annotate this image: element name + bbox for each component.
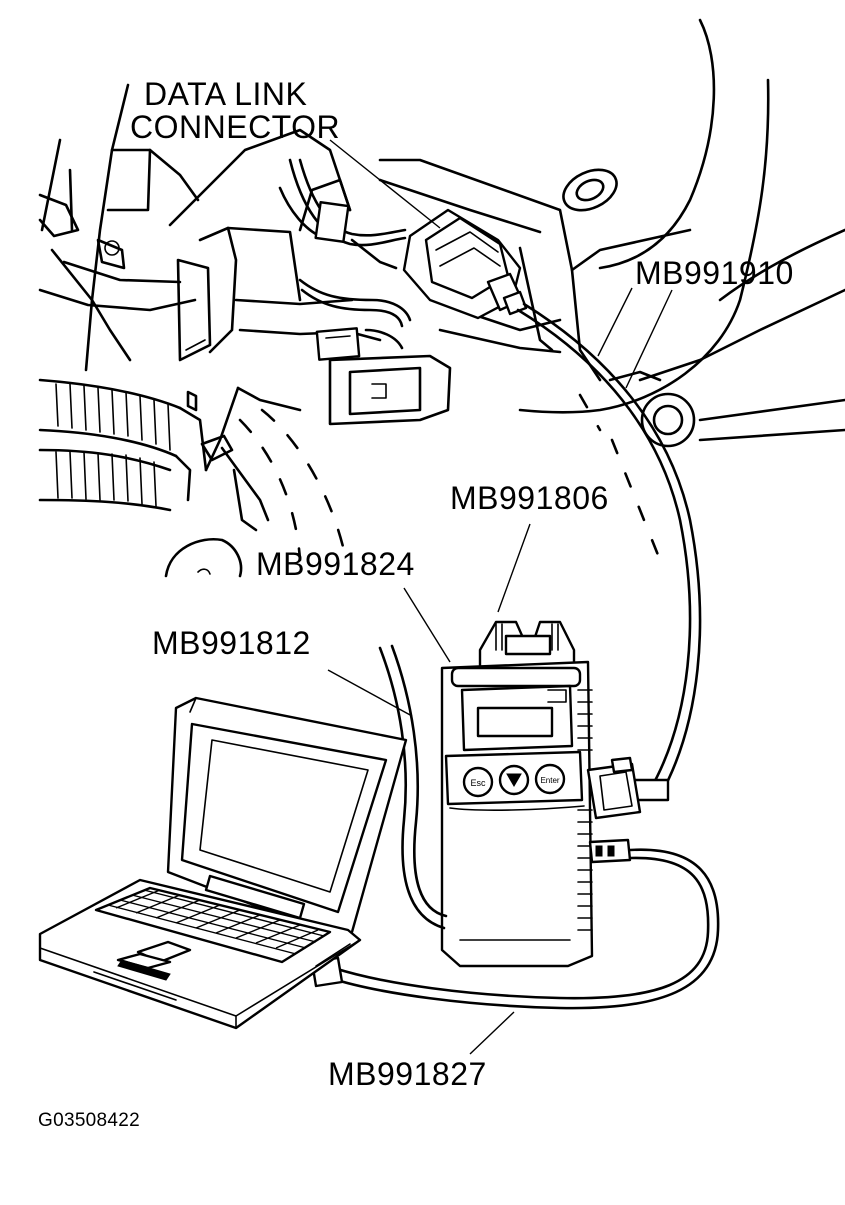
data-link-connector-label-line2: CONNECTOR: [130, 109, 341, 145]
mb991910-label: MB991910: [635, 255, 794, 291]
cable-mb991812: [378, 644, 448, 930]
leader-mb991806: [497, 523, 531, 613]
esc-button-label: Esc: [470, 778, 486, 788]
leader-mb991827: [469, 1011, 515, 1055]
cable-mb991827: [310, 848, 720, 1010]
cable-mb991910: [516, 302, 702, 802]
figure-id-label: G03508422: [38, 1110, 141, 1131]
leader-mb991910-a: [597, 287, 633, 357]
mb991812-label: MB991812: [152, 625, 311, 661]
vci-device: Esc Enter: [440, 620, 642, 968]
mb991806-label: MB991806: [450, 480, 609, 516]
engine-bay-illustration: [38, 18, 845, 578]
leader-data-link-connector: [329, 139, 441, 229]
mb991827-label: MB991827: [328, 1056, 487, 1092]
mb991824-label: MB991824: [256, 546, 415, 582]
data-link-connector: [402, 208, 528, 320]
laptop: [38, 696, 408, 1030]
enter-button-label: Enter: [540, 776, 559, 785]
leader-mb991910-b: [625, 289, 673, 389]
down-arrow-icon: [506, 773, 522, 787]
data-link-connector-label-line1: DATA LINK: [144, 76, 308, 112]
leader-mb991824: [403, 587, 451, 663]
